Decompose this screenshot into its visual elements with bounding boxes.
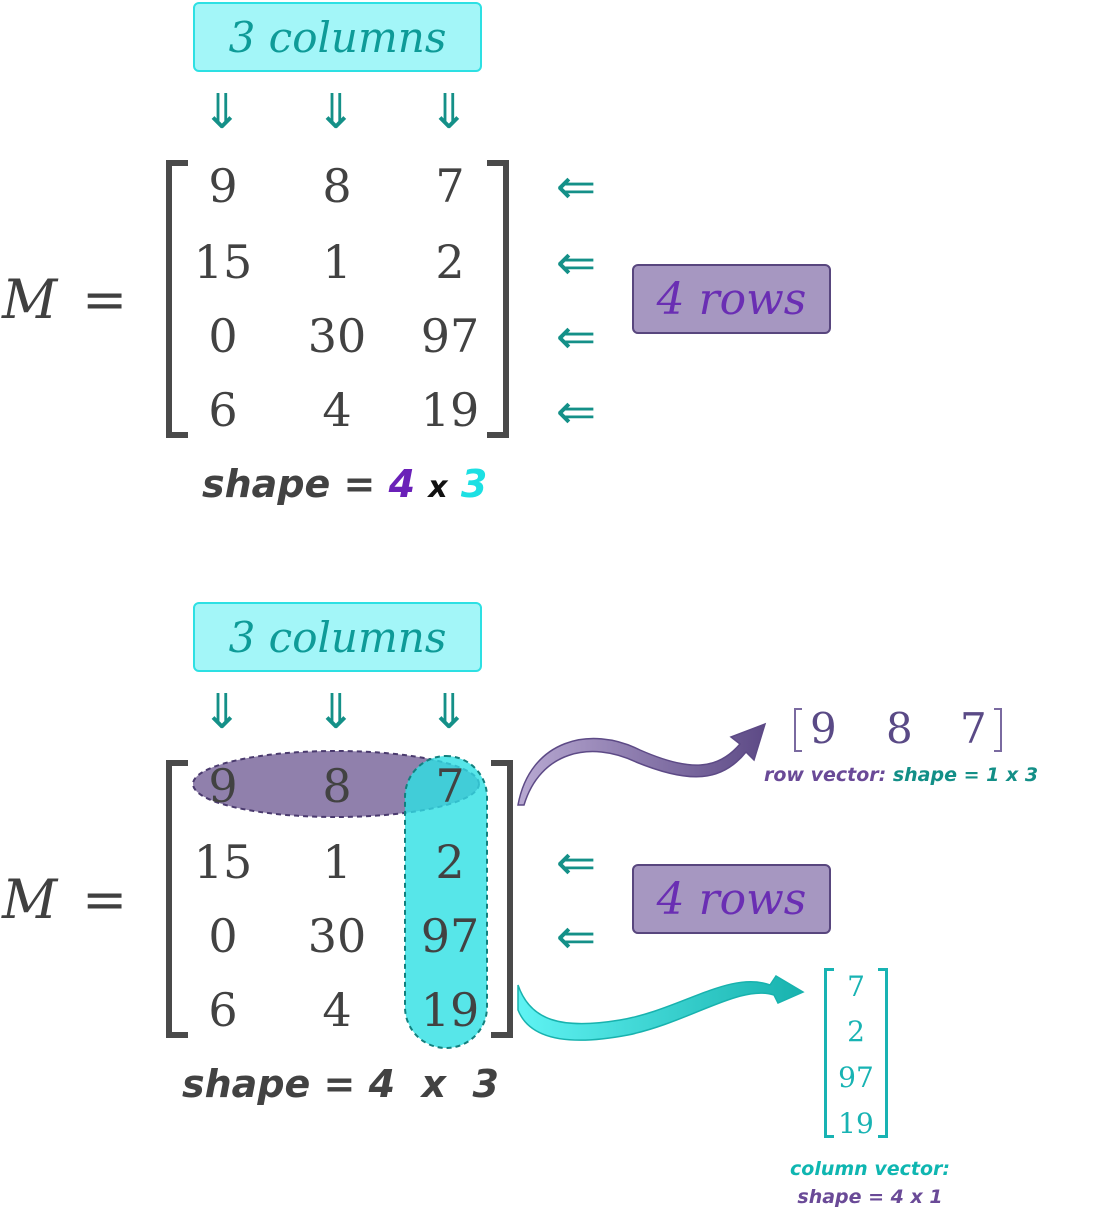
column-vector-entry: 2 <box>847 1015 865 1048</box>
right-bracket <box>491 760 513 1038</box>
down-arrow-icon: ⇓ <box>201 84 243 140</box>
row-connector-arrow <box>517 722 767 806</box>
columns-label: 3 columns <box>228 12 447 62</box>
column-vector-caption-line1: column vector: <box>790 1158 950 1180</box>
rows-label-box: 4 rows <box>632 864 831 934</box>
left-arrow-icon: ⇐ <box>555 159 597 215</box>
right-bracket <box>487 160 509 438</box>
row-vector-caption: row vector: shape = 1 x 3 <box>764 764 1038 786</box>
left-arrow-icon: ⇐ <box>555 309 597 365</box>
row-vector-entry: 7 <box>960 704 987 753</box>
matrix-cell: 15 <box>193 235 253 289</box>
row-vector-right-bracket <box>994 708 1002 752</box>
left-arrow-icon: ⇐ <box>555 384 597 440</box>
down-arrow-icon: ⇓ <box>201 684 243 740</box>
shape-caption: shape = 4 x 3 <box>202 462 487 506</box>
matrix-name: M <box>2 868 57 931</box>
matrix-cell: 1 <box>322 835 352 889</box>
matrix-cell: 30 <box>307 309 367 363</box>
matrix-cell: 7 <box>435 759 465 813</box>
matrix-cell: 9 <box>208 159 238 213</box>
matrix-cell: 30 <box>307 909 367 963</box>
left-arrow-icon: ⇐ <box>555 835 597 891</box>
matrix-cell: 4 <box>322 983 352 1037</box>
column-vector-entry: 7 <box>847 970 865 1003</box>
left-arrow-icon: ⇐ <box>555 235 597 291</box>
down-arrow-icon: ⇓ <box>315 84 357 140</box>
rows-label: 4 rows <box>656 873 807 925</box>
matrix-cell: 15 <box>193 835 253 889</box>
matrix-cell: 4 <box>322 383 352 437</box>
matrix-cell: 19 <box>420 383 480 437</box>
matrix-cell: 0 <box>208 309 238 363</box>
shape-caption: shape = 4 x 3 <box>182 1062 499 1106</box>
matrix-cell: 6 <box>208 383 238 437</box>
matrix-symbol: M <box>2 868 58 931</box>
row-vector-left-bracket <box>794 708 802 752</box>
down-arrow-icon: ⇓ <box>315 684 357 740</box>
equals-sign: = <box>82 268 128 331</box>
row-vector-entry: 8 <box>886 704 913 753</box>
matrix-cell: 0 <box>208 909 238 963</box>
rows-label-box: 4 rows <box>632 264 831 334</box>
shape-cols: 3 <box>460 462 488 506</box>
left-arrow-icon: ⇐ <box>555 909 597 965</box>
columns-label-box: 3 columns <box>193 602 482 672</box>
matrix-cell: 97 <box>420 309 480 363</box>
matrix-cell: 6 <box>208 983 238 1037</box>
matrix-cell: 8 <box>322 159 352 213</box>
column-vector-caption-line2: shape = 4 x 1 <box>797 1186 943 1208</box>
matrix-cell: 1 <box>322 235 352 289</box>
shape-times: x <box>428 470 448 505</box>
down-arrow-icon: ⇓ <box>428 84 470 140</box>
columns-label: 3 columns <box>228 612 447 662</box>
row-caption-shape: shape = 1 x 3 <box>892 764 1039 786</box>
matrix-cell: 2 <box>435 235 465 289</box>
matrix-cell: 8 <box>322 759 352 813</box>
left-bracket <box>166 760 188 1038</box>
column-vector-left-bracket <box>824 968 834 1138</box>
column-highlight <box>404 755 488 1049</box>
row-caption-prefix: row vector: <box>764 764 893 786</box>
shape-rows: 4 <box>388 462 416 506</box>
matrix-cell: 97 <box>420 909 480 963</box>
left-bracket <box>166 160 188 438</box>
column-vector-right-bracket <box>878 968 888 1138</box>
column-vector-entry: 19 <box>838 1107 874 1140</box>
matrix-symbol: M <box>2 268 58 331</box>
rows-label: 4 rows <box>656 273 807 325</box>
matrix-name: M <box>2 268 57 331</box>
matrix-cell: 7 <box>435 159 465 213</box>
equals-sign: = <box>82 868 128 931</box>
row-vector-entry: 9 <box>810 704 837 753</box>
matrix-cell: 9 <box>208 759 238 813</box>
shape-prefix: shape = <box>202 462 376 506</box>
matrix-cell: 19 <box>420 983 480 1037</box>
column-connector-arrow <box>517 974 805 1041</box>
down-arrow-icon: ⇓ <box>428 684 470 740</box>
column-vector-entry: 97 <box>838 1061 874 1094</box>
columns-label-box: 3 columns <box>193 2 482 72</box>
matrix-cell: 2 <box>435 835 465 889</box>
